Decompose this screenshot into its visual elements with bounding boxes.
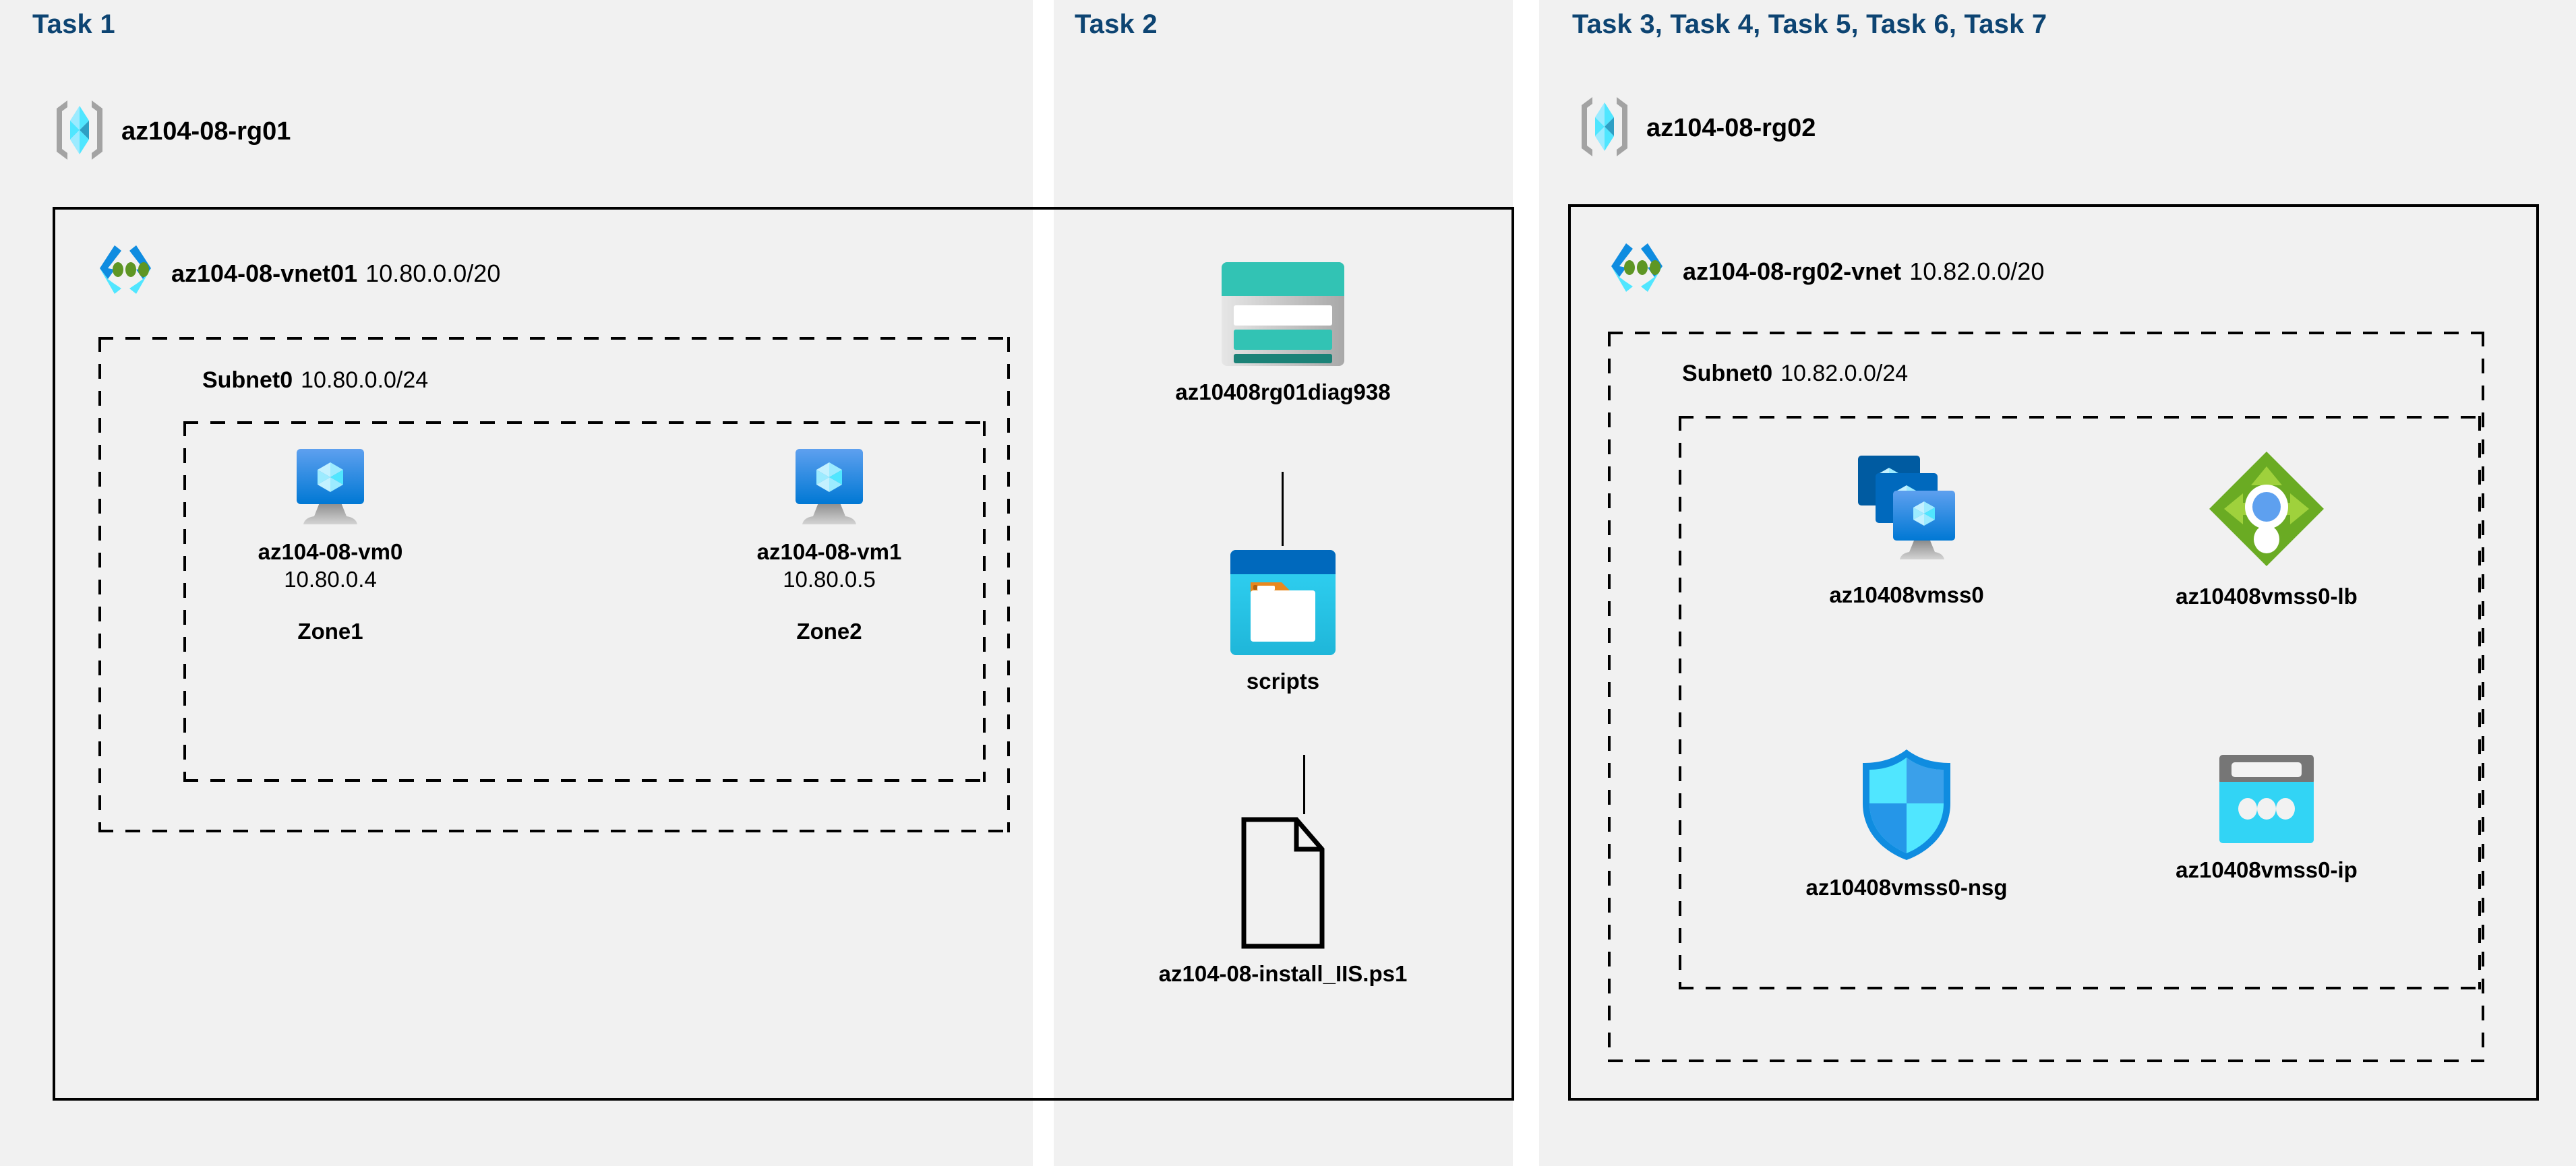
vm-node-0[interactable]: az104-08-vm0 10.80.0.4 Zone1 <box>216 445 445 644</box>
public-ip-address-icon <box>2125 752 2408 847</box>
vm-node-1-zone: Zone2 <box>796 619 862 644</box>
vmss-node-name: az10408vmss0 <box>1829 582 1984 607</box>
script-file-node[interactable]: az104-08-install_IIS.ps1 <box>1108 816 1458 987</box>
blob-container-name: scripts <box>1246 669 1320 694</box>
resource-group-icon <box>53 98 107 166</box>
task3-vnet-box <box>1568 204 2539 1101</box>
nsg-node[interactable]: az10408vmss0-nsg <box>1765 745 2048 901</box>
virtual-network-icon <box>1605 239 1669 303</box>
blob-container-node[interactable]: scripts <box>1108 547 1458 695</box>
task3-resource-group: az104-08-rg02 <box>1578 94 1816 162</box>
vm-scale-set-icon <box>1765 450 2048 572</box>
task1-resource-group-label: az104-08-rg01 <box>121 117 291 146</box>
task1-vnet-box <box>53 207 1514 1101</box>
nsg-node-name: az10408vmss0-nsg <box>1805 875 2008 900</box>
task3-subnet-cidr: 10.82.0.0/24 <box>1780 361 1909 386</box>
blob-container-icon <box>1108 547 1458 658</box>
network-security-group-icon <box>1765 745 2048 864</box>
task3-resources-box <box>1679 416 2481 989</box>
task1-subnet-cidr: 10.80.0.0/24 <box>301 367 429 393</box>
vm-node-0-name: az104-08-vm0 <box>258 539 403 564</box>
storage-account-node[interactable]: az10408rg01diag938 <box>1108 259 1458 406</box>
storage-account-icon <box>1108 259 1458 369</box>
public-ip-name: az10408vmss0-ip <box>2176 857 2358 882</box>
public-ip-node[interactable]: az10408vmss0-ip <box>2125 752 2408 884</box>
resource-group-icon <box>1578 94 1631 162</box>
task3-subnet-header: Subnet0 10.82.0.0/24 <box>1682 361 1908 387</box>
script-file-icon <box>1108 816 1458 950</box>
load-balancer-icon <box>2125 445 2408 573</box>
load-balancer-name: az10408vmss0-lb <box>2176 584 2358 609</box>
connector-scripts-to-file <box>1303 755 1305 814</box>
task1-subnet-name: Subnet0 <box>202 367 293 393</box>
task1-title: Task 1 <box>32 9 115 39</box>
vm-node-0-zone: Zone1 <box>297 619 363 644</box>
task1-vnet-name: az104-08-vnet01 <box>171 259 358 287</box>
task2-title: Task 2 <box>1075 9 1158 39</box>
virtual-network-icon <box>93 241 158 305</box>
load-balancer-node[interactable]: az10408vmss0-lb <box>2125 445 2408 610</box>
vm-node-1-ip: 10.80.0.5 <box>783 566 876 592</box>
script-file-name: az104-08-install_IIS.ps1 <box>1158 961 1408 986</box>
storage-account-name: az10408rg01diag938 <box>1175 379 1391 404</box>
vm-node-1-name: az104-08-vm1 <box>756 539 902 564</box>
task1-vnet-cidr: 10.80.0.0/20 <box>365 259 501 287</box>
task3-vnet-name: az104-08-rg02-vnet <box>1683 257 1902 285</box>
task1-subnet-header: Subnet0 10.80.0.0/24 <box>202 367 428 394</box>
task3-resource-group-label: az104-08-rg02 <box>1646 114 1816 142</box>
vm-node-0-ip: 10.80.0.4 <box>284 566 377 592</box>
virtual-machine-icon <box>715 445 944 528</box>
task1-resource-group: az104-08-rg01 <box>53 98 291 166</box>
task3-title: Task 3, Task 4, Task 5, Task 6, Task 7 <box>1572 9 2047 39</box>
virtual-machine-icon <box>216 445 445 528</box>
vmss-node[interactable]: az10408vmss0 <box>1765 450 2048 609</box>
vm-node-1[interactable]: az104-08-vm1 10.80.0.5 Zone2 <box>715 445 944 644</box>
task3-subnet-name: Subnet0 <box>1682 361 1773 386</box>
connector-storage-to-scripts <box>1282 472 1284 546</box>
task3-vnet-cidr: 10.82.0.0/20 <box>1909 257 2045 285</box>
